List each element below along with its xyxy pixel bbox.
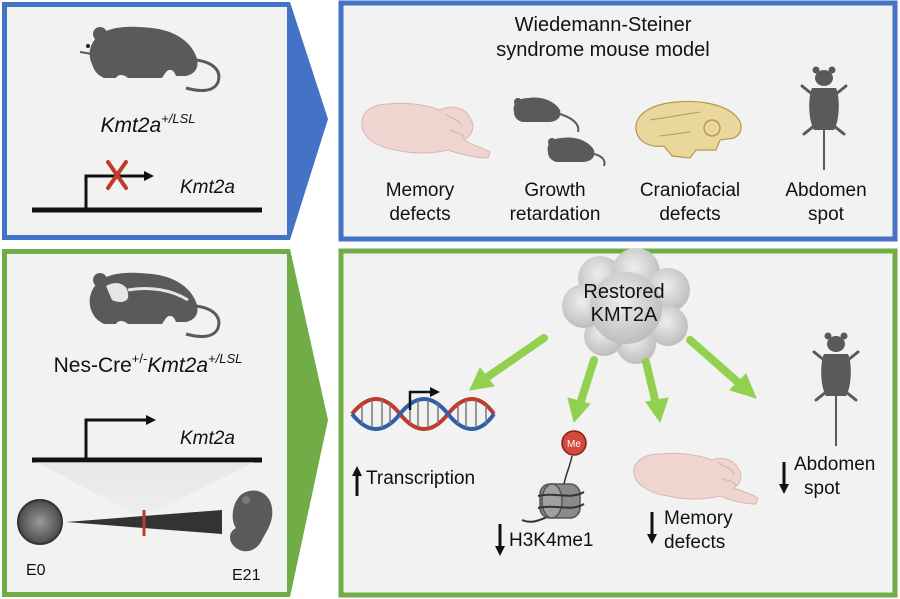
gene-name: Kmt2a (180, 177, 235, 198)
mouse-belly-icon (800, 66, 848, 170)
brain-icon (633, 452, 759, 505)
skull-icon (635, 100, 742, 159)
panel-top-right: Wiedemann-Steiner syndrome mouse model (338, 0, 898, 242)
panel-bottom-right: Restored KMT2A (338, 248, 898, 598)
effect-arrows (469, 334, 757, 424)
genotype-label: Nes-Cre+/-Kmt2a+/LSL (54, 351, 243, 377)
outcome-abdomen-line1: Abdomen (794, 454, 875, 475)
nucleosome-icon: Me (521, 430, 587, 523)
phenotype-2-line2: retardation (510, 204, 601, 225)
phenotype-4-line2: spot (808, 204, 845, 225)
genotype-label: Kmt2a+/LSL (100, 111, 195, 137)
phenotype-4-line1: Abdomen (785, 180, 866, 201)
outcome-memory-line1: Memory (664, 508, 733, 529)
promoter-arrow (84, 415, 156, 458)
phenotype-1-line1: Memory (386, 180, 455, 201)
promoter-arrow (84, 171, 154, 208)
embryo-icon (230, 490, 273, 552)
outcome-abdomen-line2: spot (804, 478, 841, 499)
mice-icon (513, 97, 606, 167)
phenotype-2-line1: Growth (524, 180, 585, 201)
methyl-label: Me (567, 439, 581, 450)
arrow-to-abdomen (686, 336, 757, 399)
methyl-mark-icon (561, 430, 587, 456)
phenotype-3-line1: Craniofacial (640, 180, 740, 201)
model-title-line1: Wiedemann-Steiner (515, 14, 692, 36)
phenotype-1-line2: defects (389, 204, 450, 225)
gene-name: Kmt2a (180, 428, 235, 449)
arrow-to-h3k4me1 (567, 356, 598, 424)
panel-top-left: Kmt2a+/LSL Kmt2a (2, 2, 328, 240)
egg-icon (17, 499, 63, 545)
outcome-transcription-label: Transcription (366, 468, 475, 489)
arrow-to-transcription (469, 334, 548, 391)
phenotype-3-line2: defects (659, 204, 720, 225)
arrow-to-memory (642, 358, 669, 424)
stage-end-label: E21 (232, 567, 261, 584)
model-title-line2: syndrome mouse model (496, 39, 709, 61)
cloud-icon (562, 248, 690, 364)
tss-arrow (408, 387, 440, 410)
outcome-memory-line2: defects (664, 532, 725, 553)
blocked-x-icon (106, 160, 128, 190)
mouse-neural-icon (89, 272, 221, 338)
zoom-beam (36, 462, 254, 518)
panel-bottom-left: Nes-Cre+/-Kmt2a+/LSL Kmt2a E0 E21 (2, 249, 328, 597)
mouse-side-icon (79, 26, 221, 92)
mouse-belly-icon (812, 332, 860, 446)
restored-label-line2: KMT2A (591, 304, 658, 326)
dna-icon (350, 387, 496, 431)
phenotype-labels: Memory defects Growth retardation Cranio… (386, 180, 867, 225)
outcome-h3k4me1-label: H3K4me1 (509, 530, 594, 551)
stage-start-label: E0 (26, 562, 46, 579)
restored-label-line1: Restored (583, 281, 664, 303)
brain-icon (361, 102, 491, 159)
